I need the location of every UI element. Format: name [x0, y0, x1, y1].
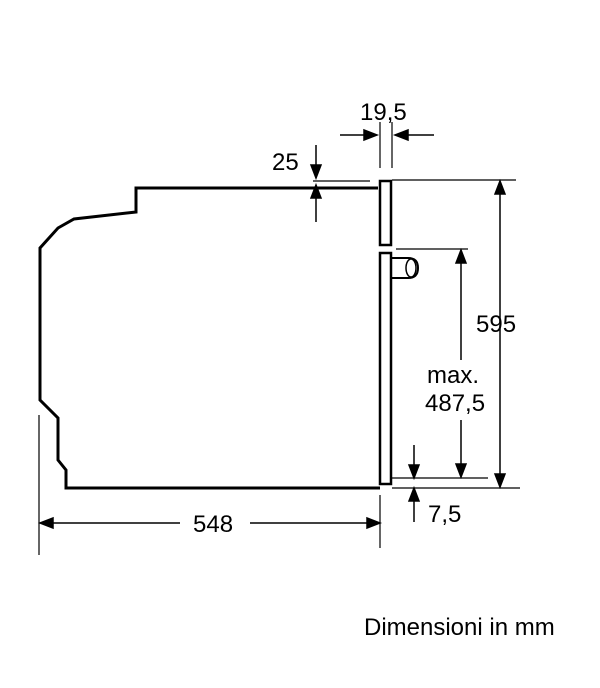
dim-548-label: 548 — [193, 511, 233, 538]
dim-595-arrow — [493, 178, 507, 490]
dim-25-label: 25 — [272, 149, 299, 176]
oven-door-upper — [378, 179, 393, 247]
oven-door-lower — [378, 251, 393, 486]
dim-595-label: 595 — [476, 311, 516, 338]
dim-7-5-label: 7,5 — [428, 501, 461, 528]
dim-487-5-label: 487,5 — [425, 390, 485, 417]
dim-19-5-label: 19,5 — [360, 99, 407, 126]
dim-19-5-arrows — [340, 128, 434, 142]
dim-25-arrows — [309, 145, 323, 222]
handle-end — [405, 258, 417, 278]
dim-548-arrow — [37, 516, 383, 530]
dim-max-label: max. — [427, 362, 479, 389]
oven-body-outline — [38, 186, 380, 490]
dim-7-5-arrows — [407, 445, 421, 522]
dim-487-5-arrow — [454, 247, 468, 480]
units-caption: Dimensioni in mm — [364, 614, 555, 641]
